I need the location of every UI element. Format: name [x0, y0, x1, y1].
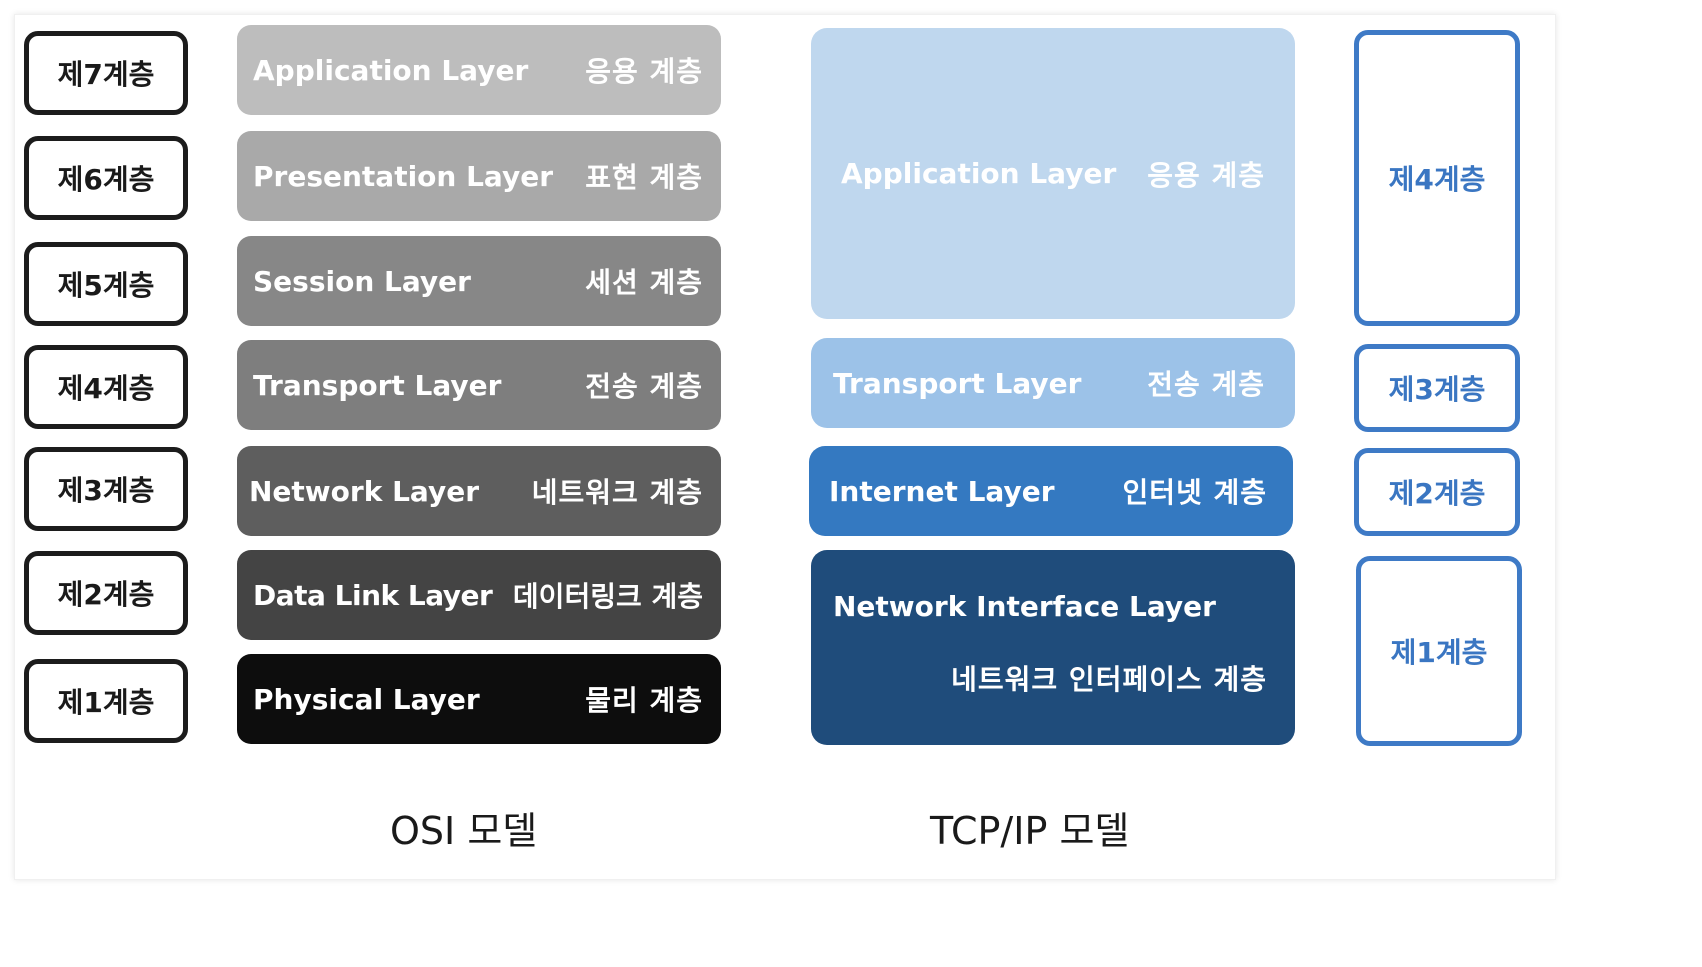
osi-session-layer: Session Layer 세션 계층	[237, 236, 721, 326]
tcpip-layer-1-number: 제1계층	[1356, 556, 1522, 746]
osi-physical-layer: Physical Layer 물리 계층	[237, 654, 721, 744]
osi-presentation-layer: Presentation Layer 표현 계층	[237, 131, 721, 221]
osi-network-layer-en: Network Layer	[249, 474, 480, 508]
osi-transport-layer-en: Transport Layer	[253, 368, 502, 402]
osi-application-layer-en: Application Layer	[253, 53, 529, 87]
tcpip-internet-layer: Internet Layer 인터넷 계층	[809, 446, 1293, 536]
tcpip-transport-layer-kr: 전송 계층	[1147, 368, 1265, 401]
osi-presentation-layer-kr: 표현 계층	[585, 161, 703, 194]
osi-network-layer-kr: 네트워크 계층	[531, 476, 703, 509]
tcpip-network-interface-layer-kr: 네트워크 인터페이스 계층	[951, 663, 1267, 696]
tcpip-model-caption: TCP/IP 모델	[930, 809, 1130, 853]
osi-application-layer: Application Layer 응용 계층	[237, 25, 721, 115]
osi-presentation-layer-en: Presentation Layer	[253, 159, 554, 193]
osi-layer-3-number: 제3계층	[24, 447, 188, 531]
tcpip-layer-4-number: 제4계층	[1354, 30, 1520, 326]
tcpip-application-layer-kr: 응용 계층	[1147, 158, 1265, 192]
tcpip-layer-2-number: 제2계층	[1354, 448, 1520, 536]
osi-layer-5-number: 제5계층	[24, 242, 188, 326]
osi-session-layer-en: Session Layer	[253, 264, 471, 298]
osi-data-link-layer: Data Link Layer 데이터링크 계층	[237, 550, 721, 640]
tcpip-network-interface-layer: Network Interface Layer 네트워크 인터페이스 계층	[811, 550, 1295, 745]
tcpip-internet-layer-en: Internet Layer	[829, 474, 1055, 508]
tcpip-network-interface-layer-en: Network Interface Layer	[833, 590, 1216, 623]
tcpip-transport-layer: Transport Layer 전송 계층	[811, 338, 1295, 428]
tcpip-layer-3-number: 제3계층	[1354, 344, 1520, 432]
tcpip-transport-layer-en: Transport Layer	[833, 366, 1082, 400]
osi-data-link-layer-en: Data Link Layer	[253, 578, 493, 612]
osi-application-layer-kr: 응용 계층	[585, 55, 703, 88]
osi-layer-2-number: 제2계층	[24, 551, 188, 635]
osi-layer-4-number: 제4계층	[24, 345, 188, 429]
osi-layer-6-number: 제6계층	[24, 136, 188, 220]
osi-layer-1-number: 제1계층	[24, 659, 188, 743]
osi-model-caption: OSI 모델	[390, 809, 538, 853]
osi-transport-layer-kr: 전송 계층	[585, 370, 703, 403]
osi-transport-layer: Transport Layer 전송 계층	[237, 340, 721, 430]
tcpip-application-layer: Application Layer 응용 계층	[811, 28, 1295, 319]
osi-network-layer: Network Layer 네트워크 계층	[237, 446, 721, 536]
osi-physical-layer-en: Physical Layer	[253, 682, 480, 716]
osi-data-link-layer-kr: 데이터링크 계층	[512, 580, 703, 613]
tcpip-application-layer-en: Application Layer	[841, 157, 1117, 190]
osi-physical-layer-kr: 물리 계층	[585, 684, 703, 717]
tcpip-internet-layer-kr: 인터넷 계층	[1122, 476, 1267, 509]
osi-session-layer-kr: 세션 계층	[585, 266, 703, 299]
osi-layer-7-number: 제7계층	[24, 31, 188, 115]
